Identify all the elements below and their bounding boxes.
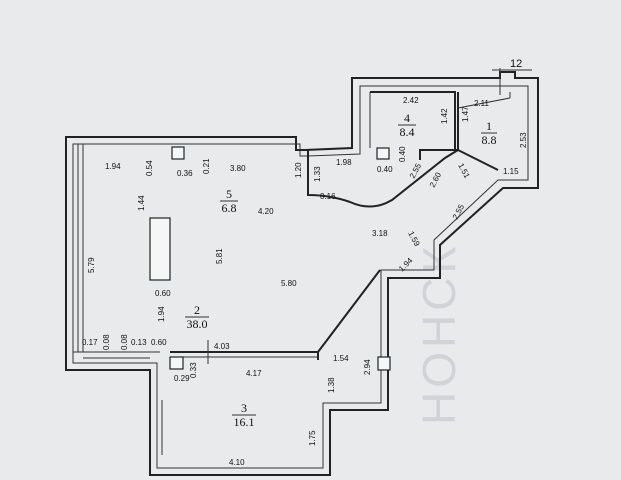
dim-label: 0.36 [177,169,193,178]
lower-window-strip [156,400,163,455]
dim-label: 5.79 [87,257,96,273]
dim-label: 0.54 [145,160,154,176]
svg-text:5: 5 [226,187,232,201]
dim-label: 4.10 [229,458,245,467]
dim-label: 0.21 [202,158,211,174]
dim-label: 1.15 [503,167,519,176]
svg-text:3: 3 [241,401,247,415]
dim-label: 0.60 [151,338,167,347]
dim-label: 0.40 [377,165,393,174]
dim-label: 0.40 [398,146,407,162]
dim-label: 2.94 [363,359,372,375]
dim-label: 1.44 [137,195,146,211]
dim-label: 2.42 [403,96,419,105]
dim-label: 2.11 [474,99,490,108]
dim-label: 0.33 [189,362,198,378]
dim-label: 1.20 [294,162,303,178]
dim-label: 5.80 [281,279,297,288]
svg-text:2: 2 [194,303,200,317]
dim-label: 1.42 [440,108,449,124]
section-marker: 12 [492,58,532,95]
dim-label: 3.18 [372,229,388,238]
partitions [170,91,511,364]
dim-label: 1.38 [327,377,336,393]
room-5-label: 5 6.8 [220,187,238,215]
room-3-label: 3 16.1 [232,401,256,429]
svg-text:8.8: 8.8 [482,133,497,147]
dim-label: 1.98 [336,158,352,167]
dim-label: 4.20 [258,207,274,216]
room-1-label: 1 8.8 [481,119,497,147]
svg-text:38.0: 38.0 [187,317,208,331]
svg-text:16.1: 16.1 [234,415,255,429]
dim-label: 4.17 [246,369,262,378]
column-room4 [376,147,390,160]
svg-text:8.4: 8.4 [400,125,415,139]
dim-label: 1.75 [308,430,317,446]
section-label: 12 [510,58,522,70]
svg-text:1: 1 [486,119,492,133]
dim-label: 1.94 [157,306,166,322]
dim-label: 0.08 [102,334,111,350]
structural-column [149,217,171,281]
dim-label: 4.03 [214,342,230,351]
column-top [171,146,185,160]
dim-label: 2.53 [519,132,528,148]
column-right [377,356,391,371]
dim-label: 1.47 [461,106,470,122]
dim-label: 0.16 [320,192,336,201]
dim-label: 0.60 [155,289,171,298]
dim-label: 0.17 [82,338,98,347]
dim-label: 0.13 [131,338,147,347]
dim-label: 0.29 [174,374,190,383]
column-room3 [169,356,184,370]
dim-label: 1.94 [105,162,121,171]
dim-label: 3.80 [230,164,246,173]
dim-label: 1.33 [313,166,322,182]
dim-label: 1.54 [333,354,349,363]
svg-text:4: 4 [404,111,410,125]
svg-text:6.8: 6.8 [222,201,237,215]
room-4-label: 4 8.4 [398,111,416,139]
room-2-label: 2 38.0 [185,303,209,331]
dim-label: 5.81 [215,248,224,264]
left-window-strip [73,144,160,359]
dim-label: 0.08 [120,334,129,350]
